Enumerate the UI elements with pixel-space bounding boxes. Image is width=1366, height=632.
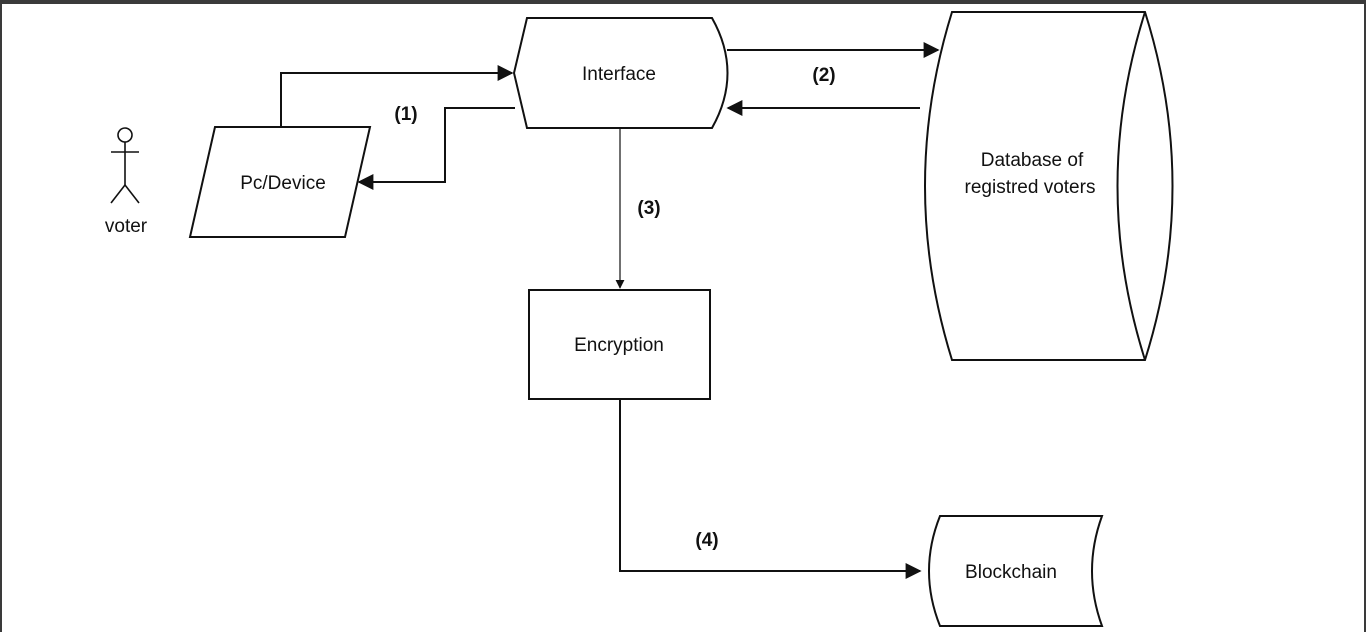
blockchain-shape bbox=[928, 515, 1104, 627]
encryption-node: Encryption bbox=[528, 289, 711, 400]
voter-actor: voter bbox=[105, 127, 148, 237]
voter-leg-right bbox=[124, 184, 140, 204]
edge-label-3: (3) bbox=[637, 198, 660, 219]
database-inner-curve bbox=[1116, 11, 1146, 361]
device-shape bbox=[188, 126, 372, 238]
edge-encryption-to-blockchain bbox=[619, 400, 922, 579]
edge-label-1: (1) bbox=[394, 104, 417, 125]
edge-label-2: (2) bbox=[812, 65, 835, 86]
database-label-line2: registred voters bbox=[965, 177, 1096, 198]
edge-label-4: (4) bbox=[695, 530, 718, 551]
database-node: Database of registred voters bbox=[924, 11, 1174, 361]
encryption-shape bbox=[528, 289, 711, 400]
device-node: Pc/Device bbox=[188, 126, 372, 238]
edge-device-to-interface bbox=[280, 65, 514, 127]
voter-label: voter bbox=[105, 216, 148, 237]
database-label-line1: Database of bbox=[981, 150, 1084, 171]
voter-leg-left bbox=[110, 184, 126, 204]
device-label: Pc/Device bbox=[240, 173, 326, 194]
blockchain-label: Blockchain bbox=[965, 562, 1057, 583]
interface-shape bbox=[512, 17, 729, 129]
interface-label: Interface bbox=[582, 64, 656, 85]
interface-node: Interface bbox=[512, 17, 729, 129]
voter-head bbox=[117, 127, 133, 143]
blockchain-node: Blockchain bbox=[928, 515, 1104, 627]
edge-interface-to-device bbox=[357, 107, 515, 190]
encryption-label: Encryption bbox=[574, 335, 664, 356]
